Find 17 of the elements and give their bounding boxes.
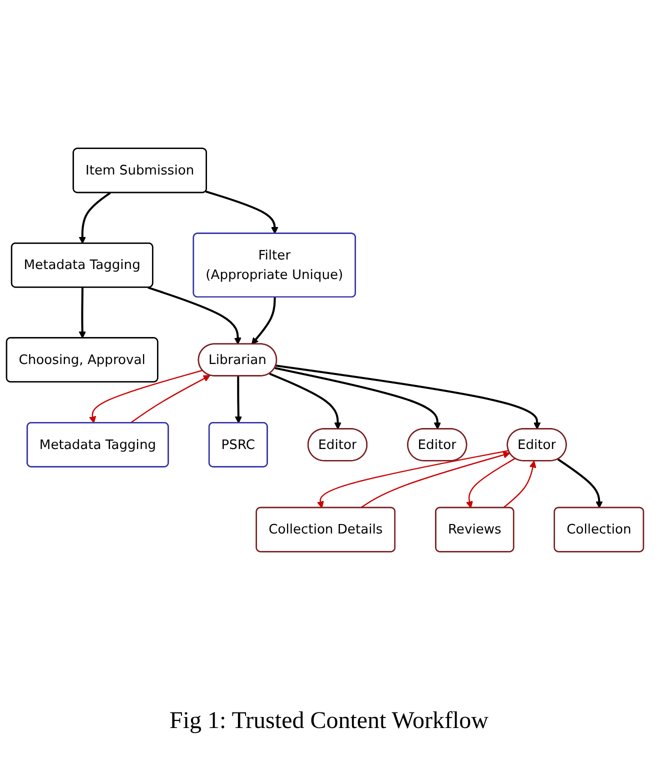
arrow <box>205 190 278 234</box>
arrow <box>276 364 541 430</box>
arrow <box>148 286 242 345</box>
arrow <box>78 192 111 244</box>
arrow <box>502 460 536 508</box>
arrow <box>557 458 603 508</box>
arrow <box>316 450 509 508</box>
arrow <box>130 375 210 424</box>
figure-caption: Fig 1: Trusted Content Workflow <box>168 708 490 735</box>
arrow <box>269 372 342 430</box>
arrow <box>234 376 242 424</box>
arrow <box>78 288 86 338</box>
arrow <box>274 367 442 430</box>
arrow <box>89 370 203 424</box>
arrow <box>466 458 516 508</box>
arrow <box>360 451 510 508</box>
arrow <box>251 297 276 345</box>
